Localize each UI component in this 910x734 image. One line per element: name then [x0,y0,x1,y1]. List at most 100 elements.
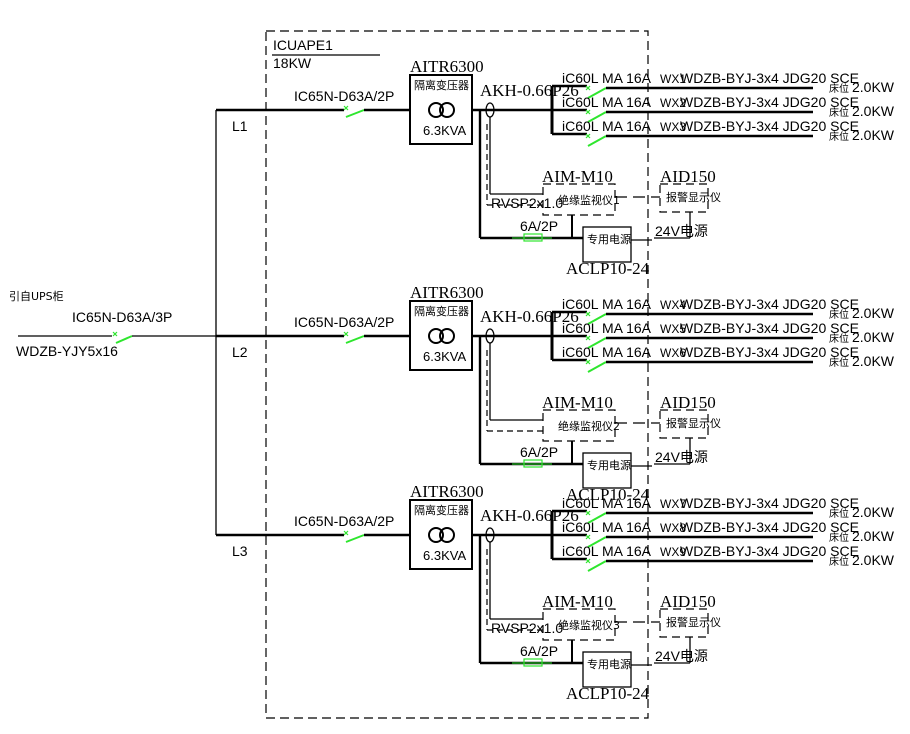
phase-label: L3 [232,543,248,559]
alarm-display[interactable] [659,608,709,638]
outlet-id: WX3 [660,120,686,134]
monitor-model: AIM-M10 [542,167,613,186]
alarm-display[interactable] [659,183,709,213]
dedicated-psu[interactable] [582,452,632,489]
transformer-coil-icon [428,328,444,344]
alarm-model: AID150 [660,167,716,186]
outlet-breaker-symbol[interactable] [585,109,607,123]
alarm-power: 24V电源 [655,449,708,465]
psu-model: ACLP10-24 [566,485,650,504]
circuit-l2: L2IC65N-D63A/2PAITR6300隔离变压器6.3KVAAKH-0.… [216,283,895,504]
outlet-breaker-symbol[interactable] [585,359,607,373]
panel-name: ICUAPE1 [273,37,333,53]
alarm-power: 24V电源 [655,648,708,664]
fuse-rating: 6A/2P [520,643,558,659]
transformer-label: 隔离变压器 [414,304,469,318]
transformer-model: AITR6300 [410,283,484,302]
outlet-power: 2.0KW [852,353,895,369]
outlet-cable: WDZB-BYJ-3x4 JDG20 SCE [680,94,859,110]
transformer-model: AITR6300 [410,57,484,76]
fuse-rating: 6A/2P [520,218,558,234]
outlet-power: 2.0KW [852,528,895,544]
psu-model: ACLP10-24 [566,259,650,278]
transformer-rating: 6.3KVA [423,548,466,563]
outlet-desc: 床位 [829,332,849,345]
alarm-model: AID150 [660,592,716,611]
dedicated-psu[interactable] [582,226,632,263]
source-breaker-symbol[interactable] [112,331,134,344]
outlet-id: WX2 [660,96,686,110]
transformer-rating: 6.3KVA [423,349,466,364]
monitor-label: 绝缘监视仪2 [558,419,620,433]
outlet-breaker: iC60L MA 16A [562,70,652,86]
outlet-breaker-symbol[interactable] [585,133,607,147]
outlet-breaker: iC60L MA 16A [562,296,652,312]
alarm-display[interactable] [659,409,709,439]
outlet-cable: WDZB-BYJ-3x4 JDG20 SCE [680,344,859,360]
outlet-cable: WDZB-BYJ-3x4 JDG20 SCE [680,118,859,134]
psu-label: 专用电源 [587,458,631,472]
source-cable: WDZB-YJY5x16 [16,343,118,359]
dedicated-psu[interactable] [582,651,632,688]
outlet-id: WX6 [660,346,686,360]
outlet-power: 2.0KW [852,504,895,520]
outlet-breaker-symbol[interactable] [585,534,607,548]
outlet-id: WX4 [660,298,686,312]
outlet-cable: WDZB-BYJ-3x4 JDG20 SCE [680,70,859,86]
source-label: 引自UPS柜 [9,289,64,303]
outlet-cable: WDZB-BYJ-3x4 JDG20 SCE [680,320,859,336]
panel-enclosure [265,30,649,719]
outlet-desc: 床位 [829,531,849,544]
transformer-rating: 6.3KVA [423,123,466,138]
branch-breaker-symbol[interactable] [343,105,365,118]
circuit-l3: L3IC65N-D63A/2PAITR6300隔离变压器6.3KVAAKH-0.… [216,482,895,703]
outlet-id: WX7 [660,497,686,511]
alarm-label: 报警显示仪 [666,190,721,204]
outlet-breaker-symbol[interactable] [585,335,607,349]
outlet-breaker: iC60L MA 16A [562,543,652,559]
outlet-id: WX9 [660,545,686,559]
outlet-desc: 床位 [829,82,849,95]
outlet-power: 2.0KW [852,79,895,95]
signal-cable-label: RVSP2x1.0 [491,195,563,211]
alarm-model: AID150 [660,393,716,412]
outlet-desc: 床位 [829,130,849,143]
outlet-breaker: iC60L MA 16A [562,320,652,336]
outlet-desc: 床位 [829,356,849,369]
branch-breaker-label: IC65N-D63A/2P [294,314,394,330]
branch-breaker-symbol[interactable] [343,331,365,344]
source-breaker: IC65N-D63A/3P [72,309,172,325]
outlet-cable: WDZB-BYJ-3x4 JDG20 SCE [680,495,859,511]
outlet-power: 2.0KW [852,103,895,119]
branch-breaker-symbol[interactable] [343,530,365,543]
outlet-breaker-symbol[interactable] [585,558,607,572]
outlet-id: WX5 [660,322,686,336]
outlet-breaker-symbol[interactable] [585,85,607,99]
outlet-breaker-symbol[interactable] [585,311,607,325]
transformer-model: AITR6300 [410,482,484,501]
outlet-power: 2.0KW [852,552,895,568]
outlet-breaker: iC60L MA 16A [562,519,652,535]
transformer-coil-icon [428,527,444,543]
circuit-l1: L1IC65N-D63A/2PAITR6300隔离变压器6.3KVAAKH-0.… [216,57,895,278]
outlet-cable: WDZB-BYJ-3x4 JDG20 SCE [680,519,859,535]
monitor-model: AIM-M10 [542,592,613,611]
branch-breaker-label: IC65N-D63A/2P [294,513,394,529]
panel-power: 18KW [273,55,312,71]
alarm-power: 24V电源 [655,223,708,239]
transformer-label: 隔离变压器 [414,503,469,517]
psu-label: 专用电源 [587,232,631,246]
branch-breaker-label: IC65N-D63A/2P [294,88,394,104]
outlet-desc: 床位 [829,555,849,568]
signal-cable-label: RVSP2x1.0 [491,620,563,636]
outlet-power: 2.0KW [852,305,895,321]
phase-label: L1 [232,118,248,134]
monitor-model: AIM-M10 [542,393,613,412]
phase-label: L2 [232,344,248,360]
outlet-breaker-symbol[interactable] [585,510,607,524]
